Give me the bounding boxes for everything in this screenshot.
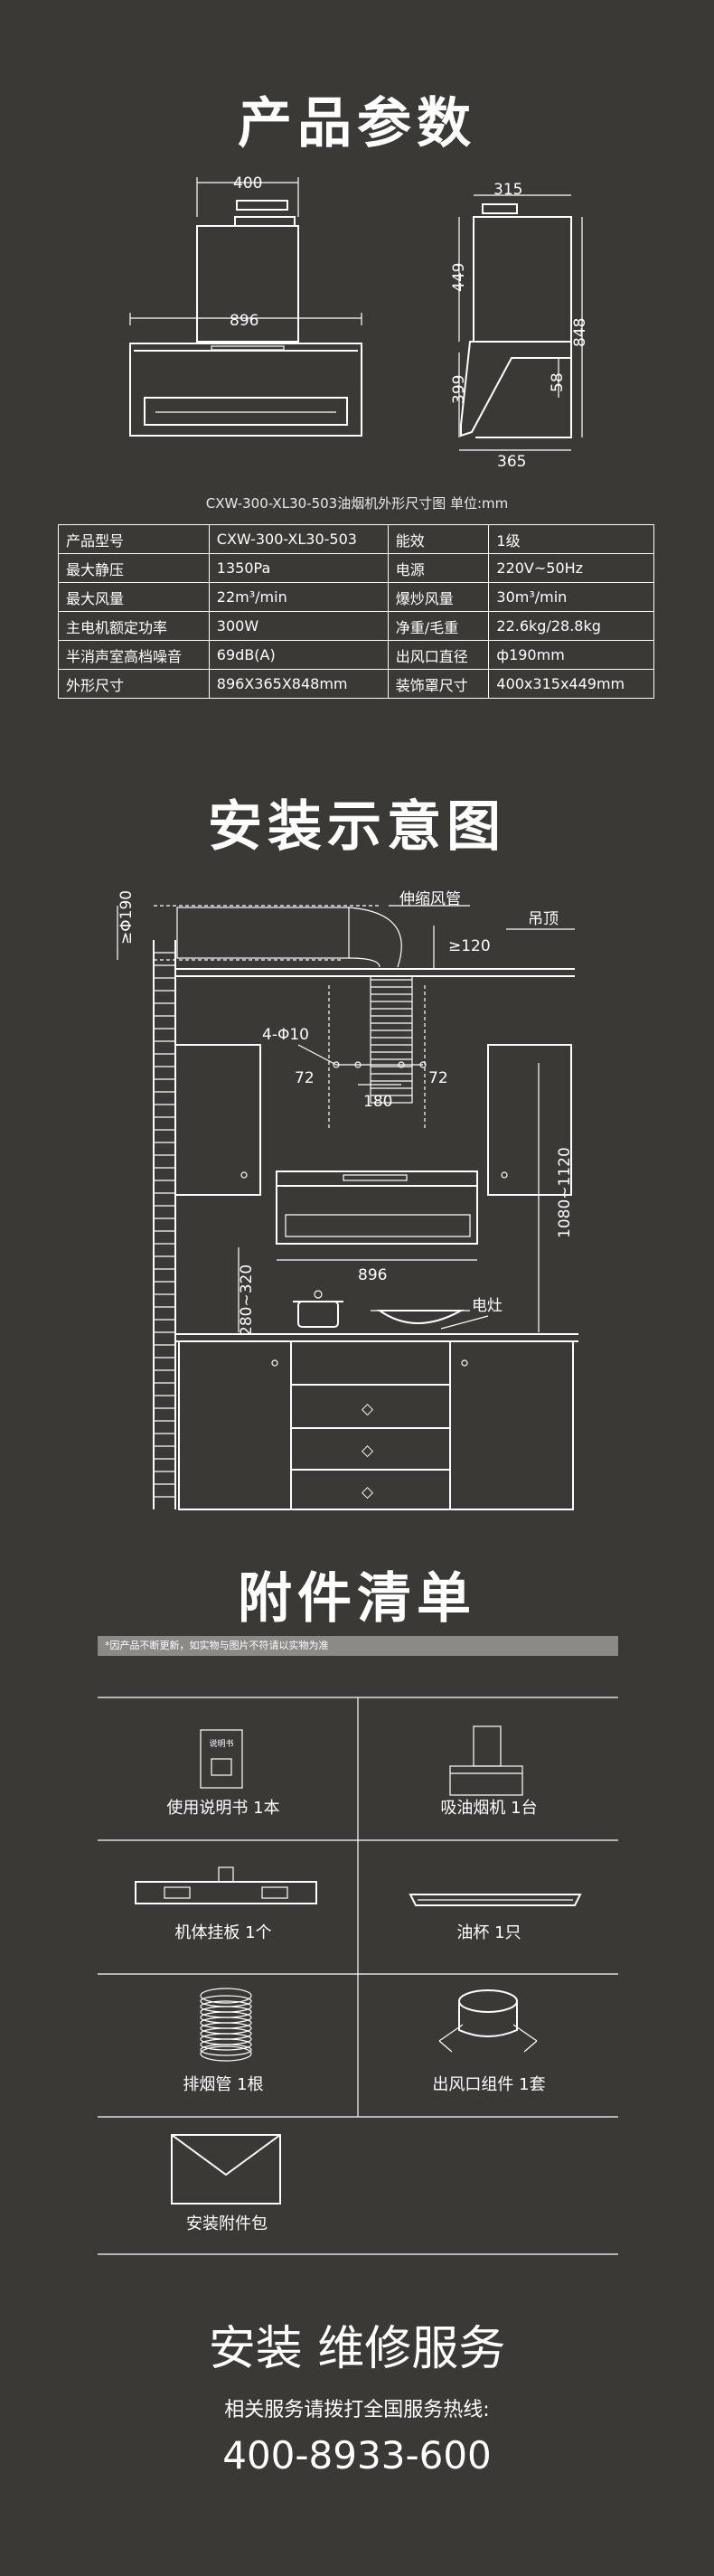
dim-848: 848 xyxy=(571,318,589,347)
table-cell: ф190mm xyxy=(488,640,654,670)
duct-area: ≥Φ190 伸缩风管 吊顶 ≥120 xyxy=(117,890,575,1104)
table-row: 半消声室高档噪音 69dB(A) 出风口直径 ф190mm xyxy=(58,640,654,670)
service-subtitle: 相关服务请拨打全国服务热线: xyxy=(224,2399,490,2421)
table-cell: 最大静压 xyxy=(58,553,210,583)
front-view: 400 896 xyxy=(129,174,362,437)
label-duct: 伸缩风管 xyxy=(399,890,461,908)
manual-icon: 说明书 xyxy=(200,1729,243,1789)
accessory-label: 使用说明书 1本 xyxy=(166,1799,280,1818)
accessory-grid: 说明书 xyxy=(98,1697,618,2255)
dim-315: 315 xyxy=(493,181,522,199)
table-cell: 22.6kg/28.8kg xyxy=(488,611,654,641)
accessory-label: 吸油烟机 1台 xyxy=(440,1799,538,1818)
wall-cabinets: 4-Φ10 72 72 180 xyxy=(174,985,572,1196)
table-cell: 220V~50Hz xyxy=(488,553,654,583)
mounting-plate-icon xyxy=(135,1866,317,1904)
table-cell: 30m³/min xyxy=(488,582,654,612)
table-cell: CXW-300-XL30-503 xyxy=(208,524,389,554)
stove-area: 电灶 xyxy=(175,1290,578,1342)
accessory-label: 出风口组件 1套 xyxy=(432,2075,546,2094)
table-row: 最大风量 22m³/min 爆炒风量 30m³/min xyxy=(58,582,654,612)
label-d190: ≥Φ190 xyxy=(117,890,136,945)
accessory-label: 安装附件包 xyxy=(186,2214,268,2233)
label-72a: 72 xyxy=(295,1069,315,1087)
envelope-icon xyxy=(171,2134,281,2205)
table-cell: 装饰罩尺寸 xyxy=(387,669,490,699)
service-title: 安装 维修服务 xyxy=(208,2322,506,2376)
label-896: 896 xyxy=(358,1266,387,1284)
spec-table: 产品型号 CXW-300-XL30-503 能效 1级 最大静压 1350Pa … xyxy=(58,524,654,699)
accessory-label: 油杯 1只 xyxy=(456,1923,521,1942)
install-title: 安装示意图 xyxy=(208,795,506,859)
side-view: 315 449 399 848 58 365 xyxy=(450,181,589,471)
table-cell: 产品型号 xyxy=(58,524,210,554)
table-cell: 最大风量 xyxy=(58,582,210,612)
table-cell: 半消声室高档噪音 xyxy=(58,640,210,670)
dim-365: 365 xyxy=(497,453,526,471)
label-stove: 电灶 xyxy=(472,1297,503,1315)
label-280: 280~320 xyxy=(238,1264,256,1336)
svg-text:◇: ◇ xyxy=(362,1483,374,1501)
table-row: 产品型号 CXW-300-XL30-503 能效 1级 xyxy=(58,524,654,554)
table-cell: 能效 xyxy=(387,524,490,554)
table-cell: 电源 xyxy=(387,553,490,583)
hood-body: 896 1080~1120 280~320 xyxy=(238,1063,574,1336)
svg-text:◇: ◇ xyxy=(362,1442,374,1460)
label-1080: 1080~1120 xyxy=(556,1147,574,1238)
table-cell: 爆炒风量 xyxy=(387,582,490,612)
label-180: 180 xyxy=(363,1093,392,1111)
table-cell: 净重/毛重 xyxy=(387,611,490,641)
table-cell: 896X365X848mm xyxy=(208,669,389,699)
accessory-label: 排烟管 1根 xyxy=(183,2075,264,2094)
table-cell: 300W xyxy=(208,611,389,641)
svg-text:说明书: 说明书 xyxy=(209,1738,233,1749)
label-gap: ≥120 xyxy=(448,937,491,955)
label-ceiling: 吊顶 xyxy=(528,910,559,928)
dim-896: 896 xyxy=(230,312,258,330)
base-cabinets: ◇ ◇ ◇ xyxy=(178,1340,574,1510)
dim-58: 58 xyxy=(549,372,567,392)
install-diagram: ≥Φ190 伸缩风管 吊顶 ≥120 4-Φ10 72 72 180 xyxy=(117,890,578,1510)
table-cell: 400x315x449mm xyxy=(488,669,654,699)
brick-wall xyxy=(153,940,176,1509)
exhaust-pipe-icon xyxy=(200,1988,252,2062)
oil-cup-icon xyxy=(409,1894,582,1906)
drawing-caption: CXW-300-XL30-503油烟机外形尺寸图 单位:mm xyxy=(205,495,509,512)
label-holes: 4-Φ10 xyxy=(262,1026,309,1044)
outlet-assembly-icon xyxy=(438,1989,538,2053)
dim-449: 449 xyxy=(450,263,468,292)
table-cell: 外形尺寸 xyxy=(58,669,210,699)
range-hood-icon xyxy=(449,1725,523,1796)
accessories-title: 附件清单 xyxy=(238,1567,476,1631)
table-cell: 主电机额定功率 xyxy=(58,611,210,641)
table-cell: 22m³/min xyxy=(208,582,389,612)
disclaimer-note: *因产品不断更新，如实物与图片不符请以实物为准 xyxy=(98,1636,618,1656)
dim-399: 399 xyxy=(450,375,468,404)
table-row: 主电机额定功率 300W 净重/毛重 22.6kg/28.8kg xyxy=(58,611,654,641)
table-cell: 出风口直径 xyxy=(387,640,490,670)
svg-text:◇: ◇ xyxy=(362,1400,374,1418)
params-title: 产品参数 xyxy=(238,92,476,155)
table-cell: 1级 xyxy=(488,524,654,554)
table-row: 外形尺寸 896X365X848mm 装饰罩尺寸 400x315x449mm xyxy=(58,669,654,699)
dimension-drawing: 400 896 315 449 399 848 58 365 xyxy=(129,174,589,471)
label-72b: 72 xyxy=(428,1069,448,1087)
table-cell: 1350Pa xyxy=(208,553,389,583)
service-hotline[interactable]: 400-8933-600 xyxy=(222,2433,492,2477)
table-cell: 69dB(A) xyxy=(208,640,389,670)
dim-400: 400 xyxy=(233,174,262,193)
table-row: 最大静压 1350Pa 电源 220V~50Hz xyxy=(58,553,654,583)
accessory-label: 机体挂板 1个 xyxy=(174,1923,272,1942)
